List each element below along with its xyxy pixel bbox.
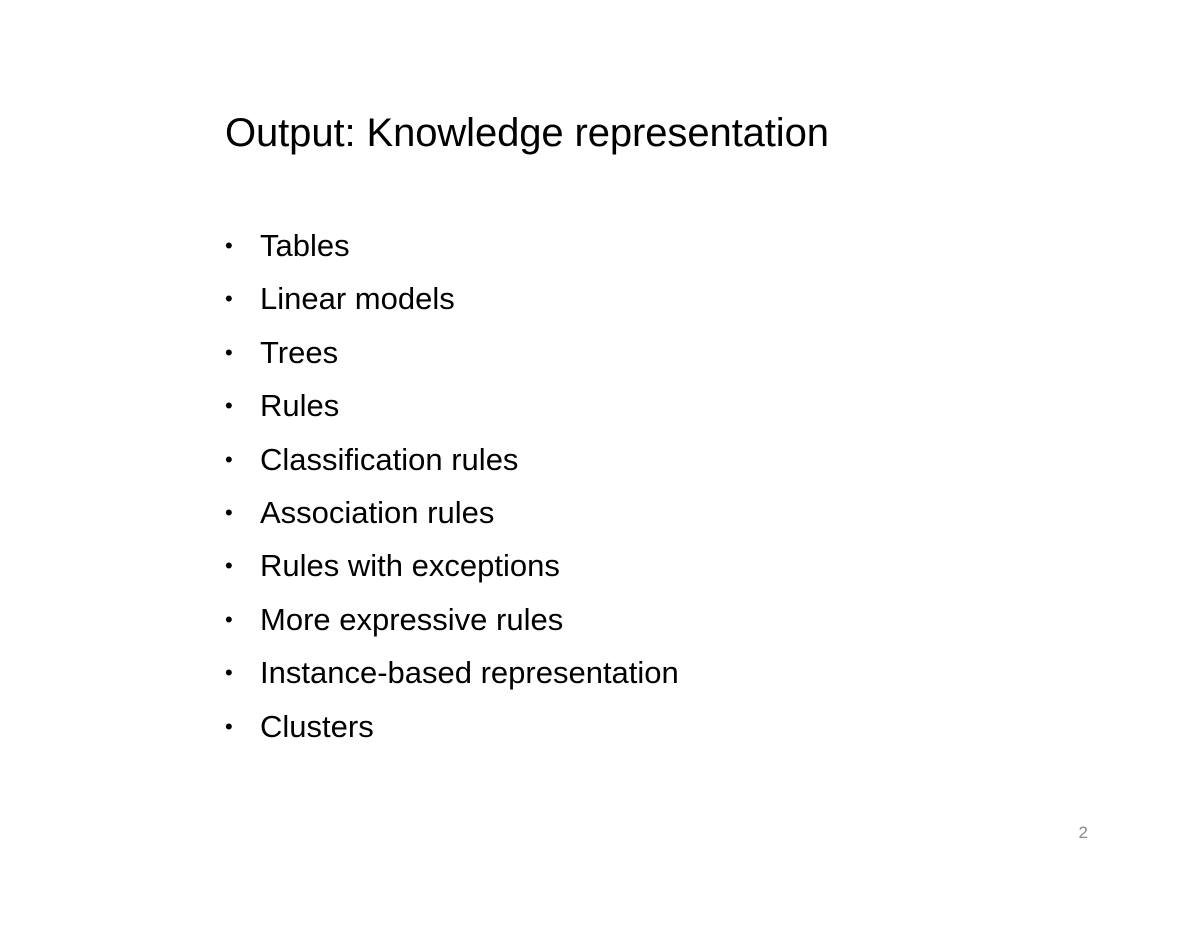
- list-item-label: Trees: [260, 334, 339, 370]
- list-item-label: Tables: [260, 228, 350, 263]
- list-item: • More expressive rules: [222, 602, 982, 655]
- bullet-point-icon: •: [225, 713, 233, 739]
- bullet-point-icon: •: [225, 606, 233, 632]
- list-item: • Instance-based representation: [222, 655, 982, 708]
- list-item-label: Instance-based representation: [260, 655, 679, 691]
- list-item: • Clusters: [222, 709, 982, 762]
- bullet-point-icon: •: [225, 553, 233, 579]
- bullet-point-icon: •: [225, 286, 233, 312]
- list-item: • Association rules: [222, 495, 982, 548]
- list-item-label: Clusters: [260, 708, 374, 744]
- list-item-label: More expressive rules: [260, 601, 564, 637]
- bullet-point-icon: •: [225, 660, 233, 686]
- list-item: • Trees: [222, 335, 982, 388]
- bullet-point-icon: •: [225, 393, 233, 419]
- bullet-point-icon: •: [225, 499, 233, 525]
- list-item: • Rules with exceptions: [222, 548, 982, 601]
- bullet-point-icon: •: [225, 446, 233, 472]
- list-item: • Linear models: [222, 281, 982, 334]
- slide-page-number: 2: [1078, 823, 1088, 842]
- list-item-label: Association rules: [260, 494, 495, 530]
- bullet-list: • Tables • Linear models • Trees • Rules…: [222, 228, 982, 762]
- list-item-label: Rules: [260, 388, 340, 424]
- list-item-label: Classification rules: [260, 441, 519, 477]
- bullet-point-icon: •: [225, 233, 233, 258]
- list-item-label: Linear models: [260, 281, 455, 317]
- list-item: • Rules: [222, 388, 982, 441]
- list-item: • Classification rules: [222, 442, 982, 495]
- page-title: Output: Knowledge representation: [225, 110, 829, 155]
- list-item-label: Rules with exceptions: [260, 548, 560, 584]
- list-item: • Tables: [222, 228, 982, 281]
- bullet-point-icon: •: [225, 339, 233, 365]
